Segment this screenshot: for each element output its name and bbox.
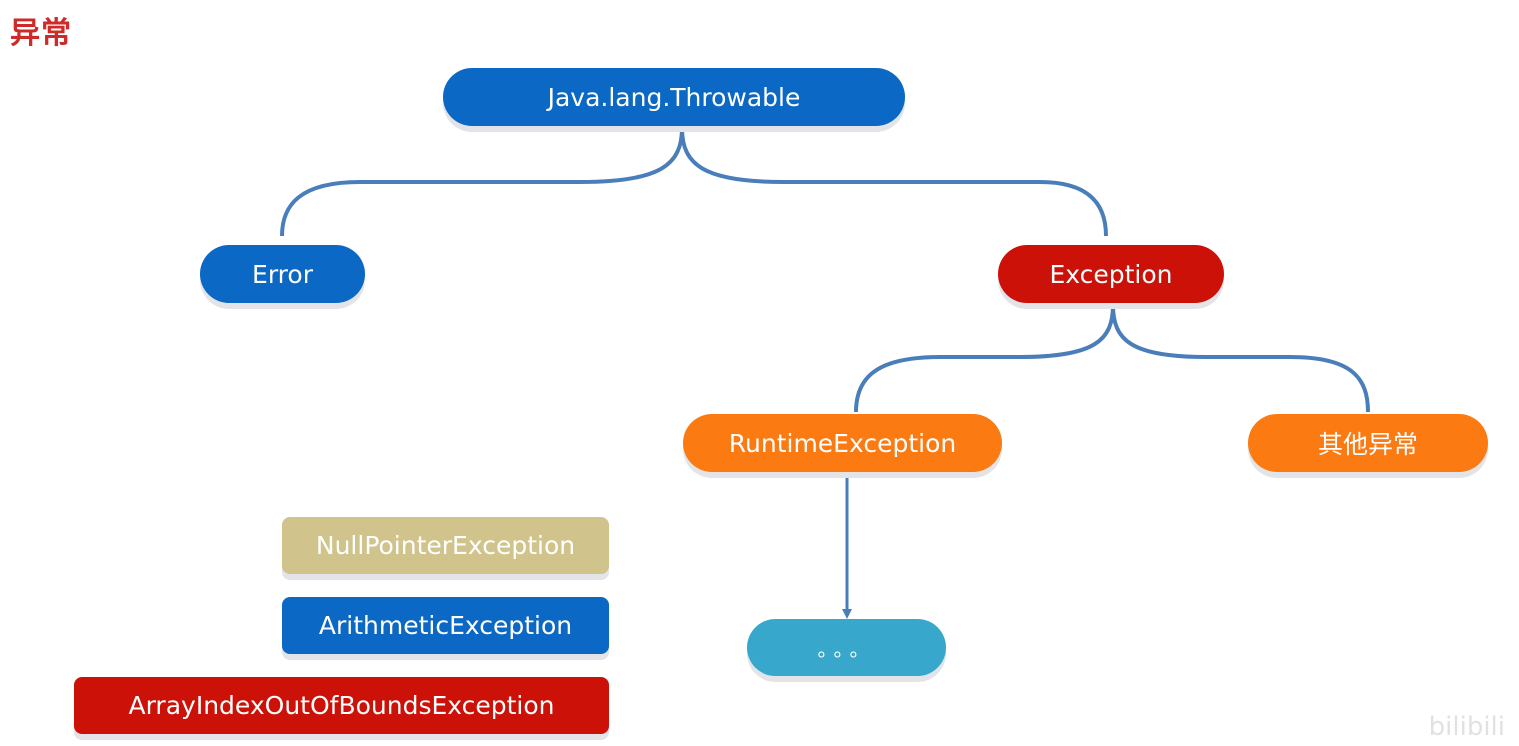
- node-more: 。。。: [747, 619, 946, 676]
- node-exception-label: Exception: [1049, 259, 1173, 289]
- example-arithmetic-exception: ArithmeticException: [282, 597, 609, 654]
- bilibili-watermark: bilibili: [1428, 712, 1505, 742]
- node-runtime-exception: RuntimeException: [683, 414, 1002, 472]
- page-title: 异常: [10, 16, 72, 51]
- example-array-index-out-of-bounds-exception-label: ArrayIndexOutOfBoundsException: [128, 691, 555, 720]
- node-more-label: 。。。: [817, 637, 876, 661]
- connector-exception-runtime: [854, 304, 1115, 413]
- node-throwable-label: Java.lang.Throwable: [547, 82, 801, 112]
- node-other-exception-label: 其他异常: [1317, 430, 1418, 459]
- connector-throwable-exception: [680, 127, 1108, 237]
- connector-exception-other: [1111, 304, 1370, 413]
- node-error-label: Error: [252, 259, 313, 289]
- node-runtime-exception-label: RuntimeException: [728, 428, 957, 458]
- connector-throwable-error: [280, 127, 684, 237]
- example-array-index-out-of-bounds-exception: ArrayIndexOutOfBoundsException: [74, 677, 609, 734]
- example-null-pointer-exception: NullPointerException: [282, 517, 609, 574]
- example-arithmetic-exception-label: ArithmeticException: [318, 611, 573, 640]
- node-other-exception: 其他异常: [1248, 414, 1488, 472]
- example-null-pointer-exception-label: NullPointerException: [315, 531, 576, 560]
- node-exception: Exception: [998, 245, 1224, 303]
- node-error: Error: [200, 245, 365, 303]
- node-throwable: Java.lang.Throwable: [443, 68, 905, 126]
